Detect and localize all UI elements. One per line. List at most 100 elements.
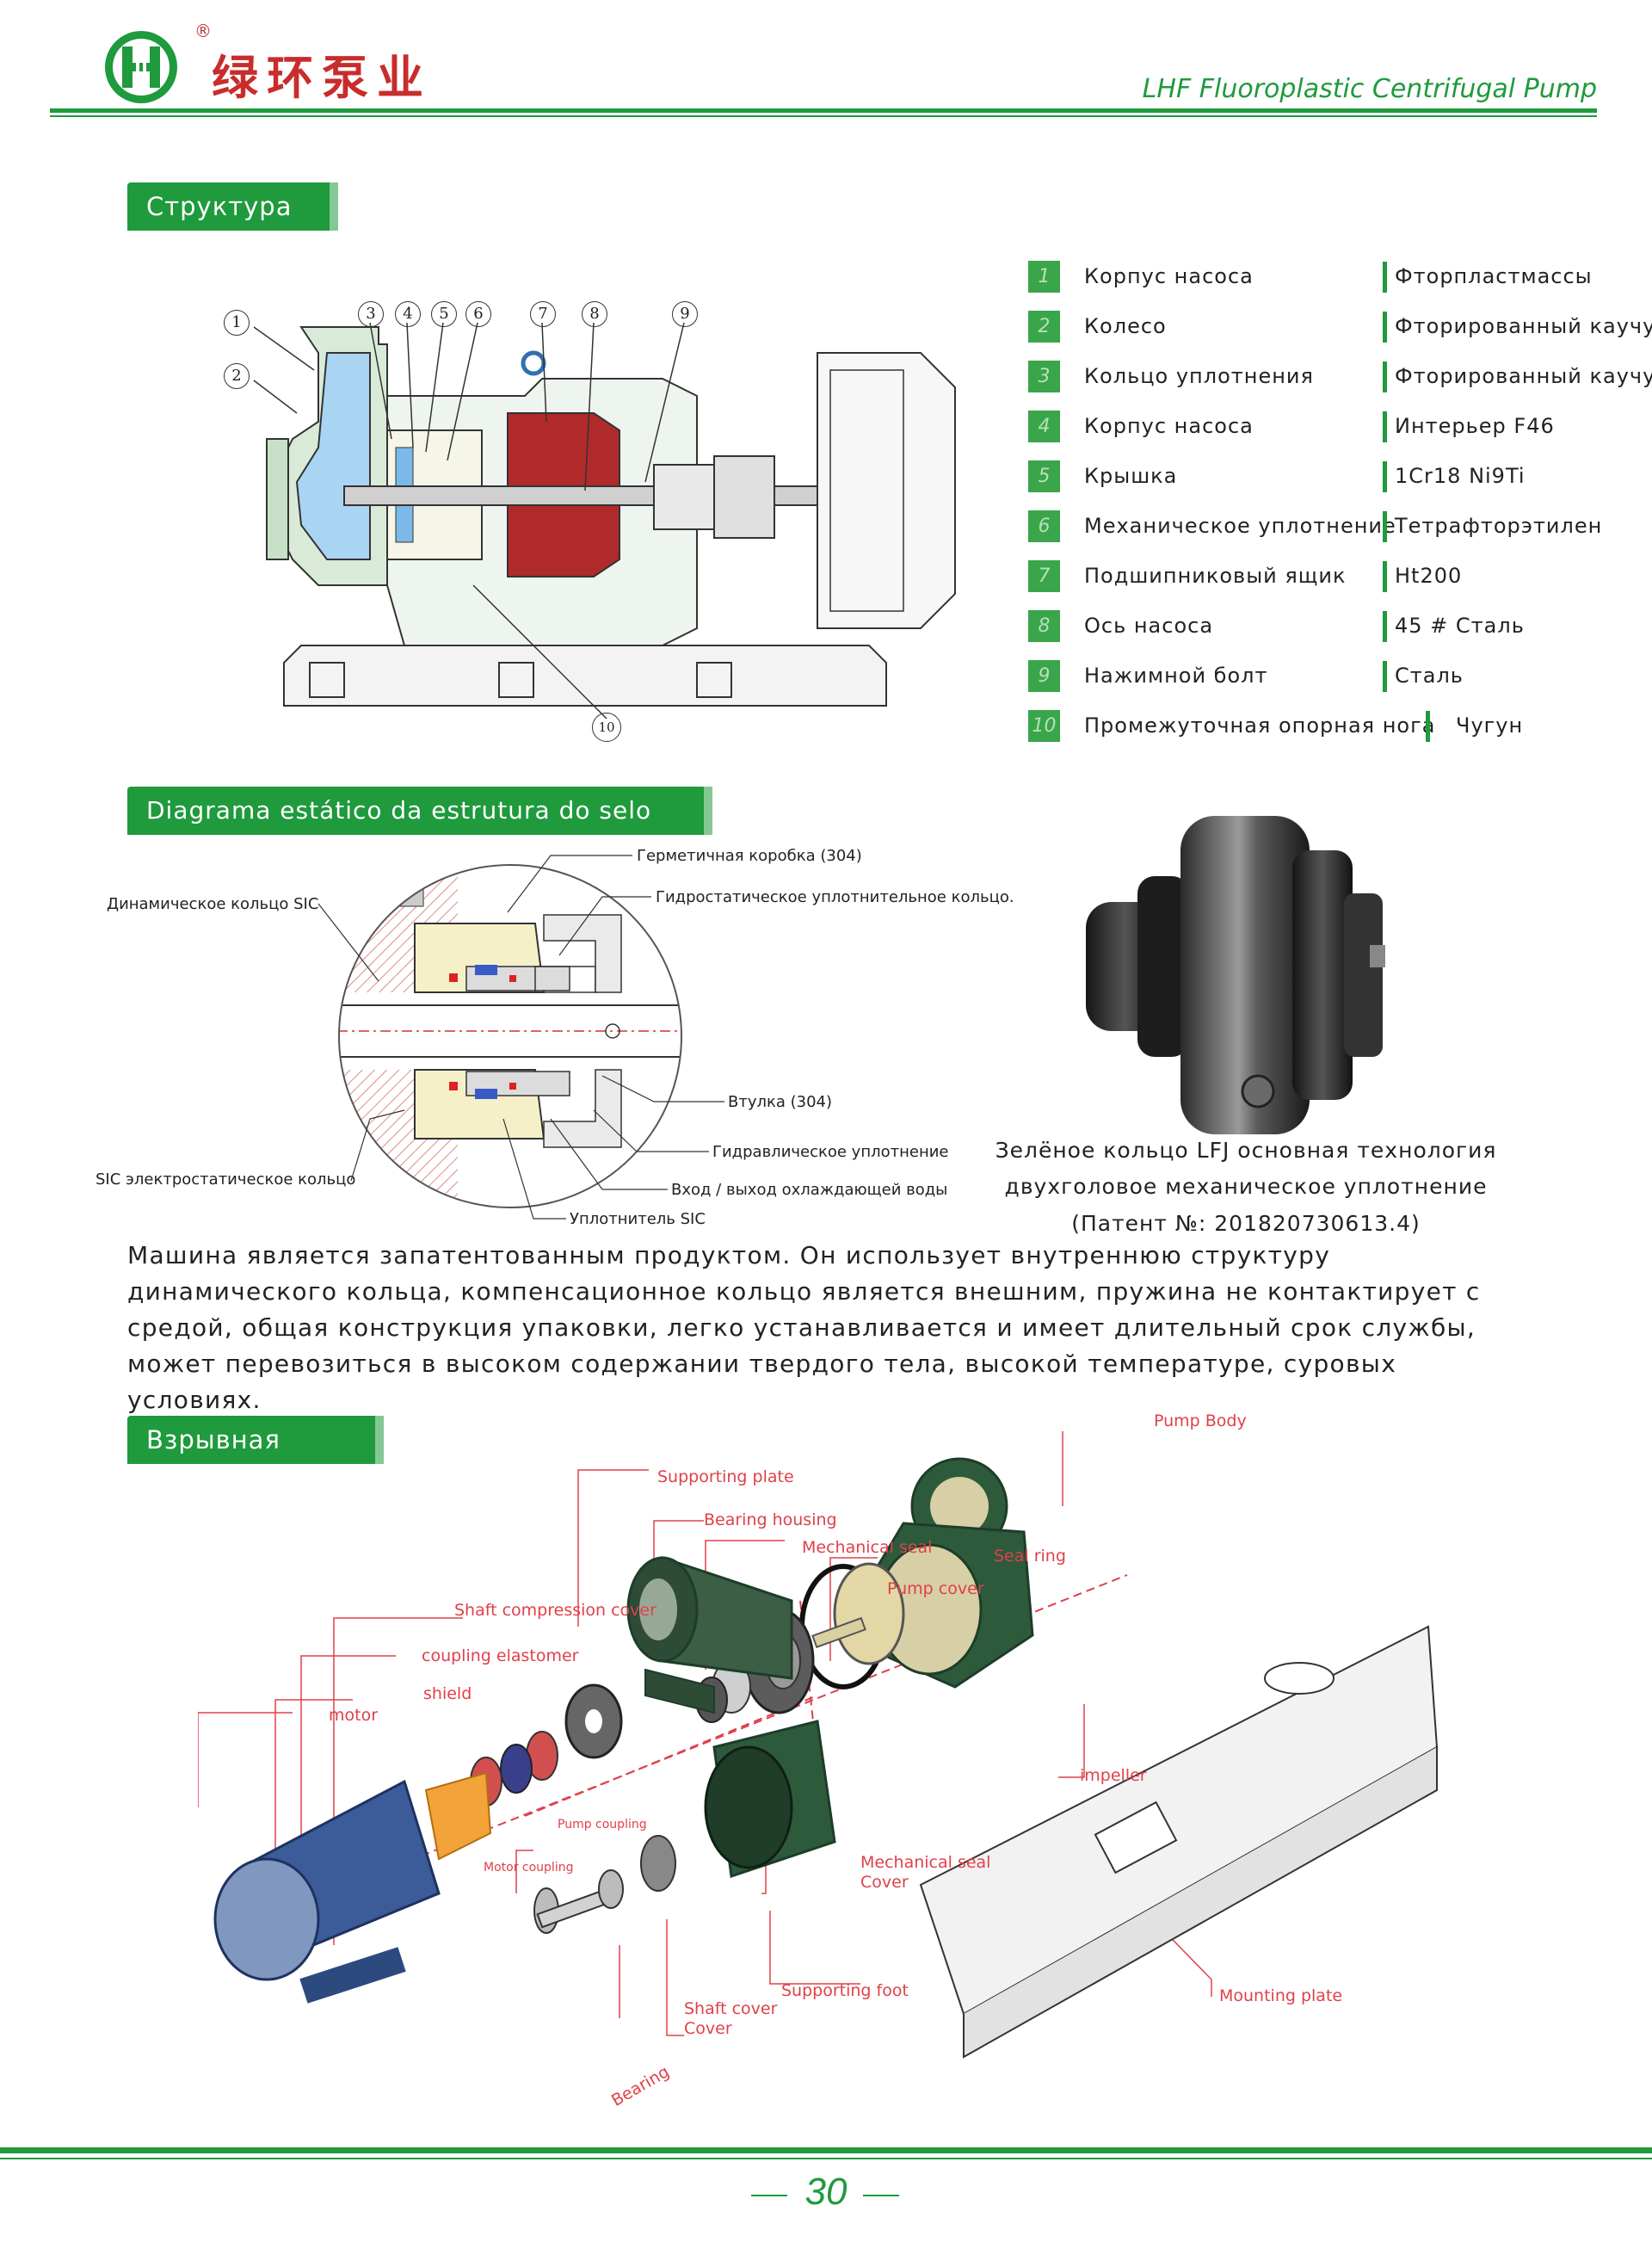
part-number: 10: [1028, 710, 1060, 742]
label-mechanical-seal: Mechanical seal: [802, 1538, 933, 1557]
seal-caption-line-1: Зелёное кольцо LFJ основная технология: [995, 1138, 1497, 1163]
part-name: Промежуточная опорная нога: [1084, 713, 1436, 738]
label-shaft-cover-1: Shaft cover: [684, 1999, 778, 2018]
part-material: Фторпластмассы: [1395, 264, 1593, 288]
divider: [1383, 312, 1387, 343]
label-mechanical-seal-cover-1: Mechanical seal: [860, 1853, 991, 1872]
part-material: Чугун: [1456, 713, 1524, 738]
part-row: 1 Корпус насоса Фторпластмассы: [1028, 259, 1648, 293]
part-row: 7 Подшипниковый ящик Ht200: [1028, 559, 1648, 593]
label-shield: shield: [423, 1684, 472, 1703]
label-motor: motor: [329, 1706, 379, 1725]
part-name: Колесо: [1084, 314, 1167, 338]
page-number: 30: [804, 2171, 848, 2213]
part-number: 4: [1028, 411, 1060, 442]
label-pump-coupling: Pump coupling: [558, 1818, 647, 1831]
part-name: Корпус насоса: [1084, 414, 1254, 438]
pump-cross-section: 1 2 3 4 5 6 7 8 9 10: [215, 301, 972, 749]
label-sic-static-ring: SIC электростатическое кольцо: [96, 1170, 356, 1189]
label-dynamic-ring: Динамическое кольцо SIC: [107, 895, 319, 913]
logo: H: [103, 29, 179, 105]
label-sleeve: Втулка (304): [728, 1093, 833, 1111]
part-row: 2 Колесо Фторированный каучук: [1028, 309, 1652, 343]
part-number: 7: [1028, 560, 1060, 592]
part-name: Ось насоса: [1084, 614, 1214, 638]
part-name: Нажимной болт: [1084, 664, 1268, 688]
label-sic-seal: Уплотнитель SIC: [570, 1210, 706, 1228]
part-name: Подшипниковый ящик: [1084, 564, 1347, 588]
seal-leader-lines: [317, 855, 724, 1220]
part-row: 3 Кольцо уплотнения Фторированный каучук: [1028, 359, 1652, 393]
label-mechanical-seal-cover-2: Cover: [860, 1873, 909, 1892]
label-sealed-box: Герметичная коробка (304): [637, 847, 862, 865]
callout-5: 5: [431, 301, 457, 327]
header-subtitle: LHF Fluoroplastic Centrifugal Pump: [1142, 74, 1597, 104]
seal-caption-line-3: (Патент №: 201820730613.4): [1071, 1211, 1421, 1236]
label-supporting-foot: Supporting foot: [781, 1981, 909, 2000]
footer-rule: [0, 2147, 1652, 2153]
divider: [1383, 611, 1387, 642]
section-title-exploded: Взрывная карта: [127, 1416, 384, 1503]
callout-4: 4: [395, 301, 421, 327]
label-supporting-plate: Supporting plate: [657, 1467, 794, 1486]
divider: [1383, 411, 1387, 442]
part-number: 2: [1028, 311, 1060, 343]
registered-mark: ®: [194, 21, 212, 41]
label-shaft-compression-cover: Shaft compression cover: [454, 1601, 656, 1620]
part-name: Крышка: [1084, 464, 1178, 488]
part-number: 5: [1028, 460, 1060, 492]
seal-caption-line-2: двухголовое механическое уплотнение: [1004, 1174, 1488, 1199]
label-hydrostatic-ring: Гидростатическое уплотнительное кольцо.: [656, 888, 1014, 906]
label-impeller: impeller: [1080, 1766, 1147, 1785]
header-rule-thin: [50, 115, 1597, 117]
callout-3: 3: [358, 301, 384, 327]
part-row: 10 Промежуточная опорная нога Чугун: [1028, 708, 1648, 743]
part-name: Корпус насоса: [1084, 264, 1254, 288]
seal-diagram: [337, 863, 683, 1209]
part-number: 1: [1028, 261, 1060, 293]
divider: [1383, 361, 1387, 392]
part-name: Кольцо уплотнения: [1084, 364, 1314, 388]
part-row: 4 Корпус насоса Интерьер F46: [1028, 409, 1648, 443]
callout-1: 1: [224, 310, 250, 336]
part-material: Фторированный каучук: [1395, 314, 1652, 338]
part-material: 45 # Сталь: [1395, 614, 1525, 638]
seal-photo: [1086, 816, 1413, 1134]
part-material: 1Cr18 Ni9Ti: [1395, 464, 1526, 488]
callout-10: 10: [592, 713, 621, 742]
section-title-structure: Структура: [127, 182, 338, 231]
label-mounting-plate: Mounting plate: [1219, 1986, 1343, 2005]
header-rule: [50, 108, 1597, 113]
divider: [1383, 511, 1387, 542]
exploded-view: [197, 1411, 1471, 2126]
label-cooling-water: Вход / выход охлаждающей воды: [671, 1181, 948, 1199]
part-number: 6: [1028, 510, 1060, 542]
part-number: 9: [1028, 660, 1060, 692]
part-material: Интерьер F46: [1395, 414, 1555, 438]
seal-description: Машина является запатентованным продукто…: [127, 1241, 1481, 1414]
part-material: Ht200: [1395, 564, 1463, 588]
callout-2: 2: [224, 363, 250, 389]
label-pump-cover: Pump cover: [887, 1579, 984, 1598]
part-row: 8 Ось насоса 45 # Сталь: [1028, 608, 1648, 643]
callout-8: 8: [582, 301, 607, 327]
section-title-seal: Diagrama estático da estrutura do selo L…: [127, 787, 712, 873]
part-material: Сталь: [1395, 664, 1464, 688]
divider: [1383, 461, 1387, 492]
part-number: 3: [1028, 361, 1060, 392]
part-row: 9 Нажимной болт Сталь: [1028, 658, 1648, 693]
label-hydraulic-seal: Гидравлическое уплотнение: [712, 1143, 949, 1161]
divider: [1383, 561, 1387, 592]
part-row: 5 Крышка 1Cr18 Ni9Ti: [1028, 459, 1648, 493]
part-row: 6 Механическое уплотнение Тетрафторэтиле…: [1028, 509, 1648, 543]
divider: [1383, 661, 1387, 692]
brand-name: 绿环泵业: [212, 50, 432, 105]
part-number: 8: [1028, 610, 1060, 642]
divider: [1383, 262, 1387, 293]
label-pump-body: Pump Body: [1154, 1411, 1247, 1430]
label-motor-coupling: Motor coupling: [484, 1861, 574, 1875]
label-bearing-housing: Bearing housing: [704, 1510, 837, 1529]
footer-rule-thin: [0, 2158, 1652, 2159]
divider: [1426, 711, 1430, 742]
callout-9: 9: [672, 301, 698, 327]
